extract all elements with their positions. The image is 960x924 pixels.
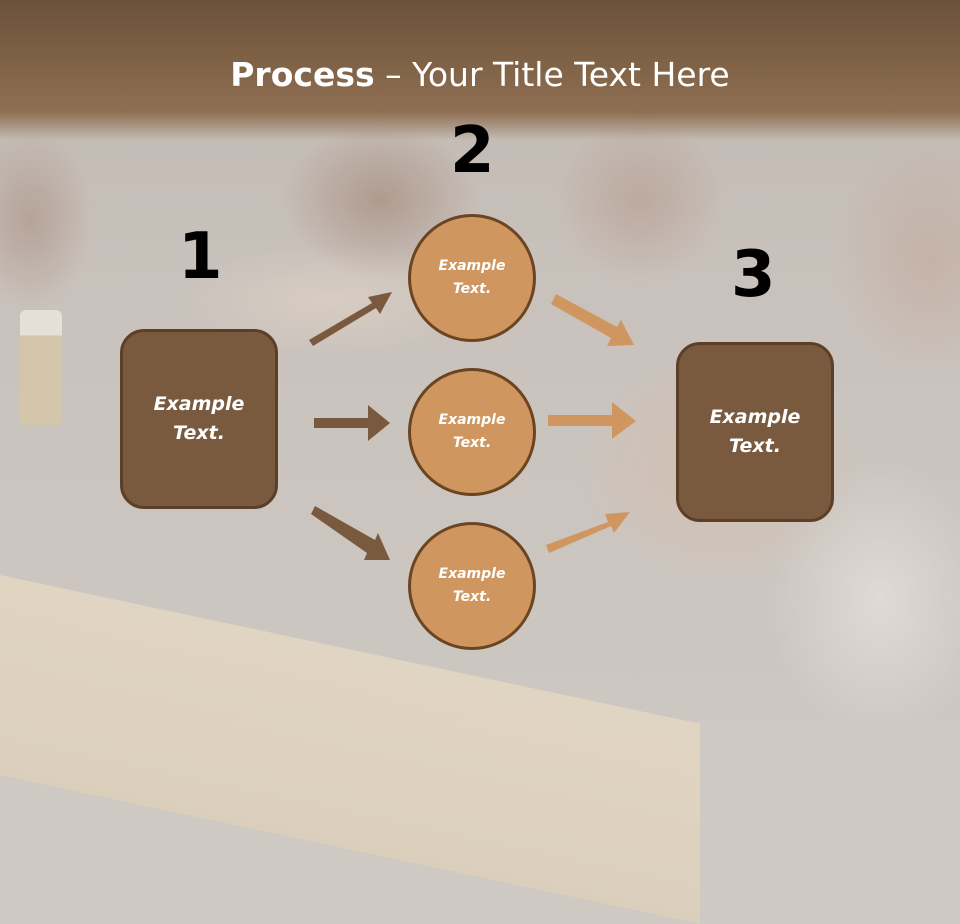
- arrow-light-up-icon: [546, 512, 630, 553]
- step-1-label-line2: Text.: [173, 422, 225, 444]
- circle-top-label-line1: Example: [438, 258, 506, 274]
- step-3-box: Example Text.: [676, 342, 834, 522]
- background-beer-glass: [20, 310, 62, 425]
- circle-middle: Example Text.: [408, 368, 536, 496]
- arrow-dark-down-icon: [311, 506, 390, 560]
- circle-bottom-label-line2: Text.: [452, 589, 492, 605]
- arrow-light-right-icon: [548, 402, 636, 439]
- circle-middle-label-line1: Example: [438, 412, 506, 428]
- step-1-box: Example Text.: [120, 329, 278, 509]
- title-rest: – Your Title Text Here: [374, 55, 730, 94]
- step-3-label-line1: Example: [709, 406, 801, 428]
- arrow-light-down-icon: [551, 294, 634, 346]
- arrow-dark-right-icon: [314, 405, 390, 441]
- slide-title: Process – Your Title Text Here: [0, 55, 960, 95]
- circle-top: Example Text.: [408, 214, 536, 342]
- circle-bottom: Example Text.: [408, 522, 536, 650]
- title-bold: Process: [230, 55, 375, 94]
- step-1-label-line1: Example: [153, 393, 245, 415]
- circle-middle-label-line2: Text.: [452, 435, 492, 451]
- circle-bottom-label-line1: Example: [438, 566, 506, 582]
- step-number-1: 1: [178, 220, 223, 294]
- step-3-label-line2: Text.: [729, 435, 781, 457]
- step-number-3: 3: [731, 238, 776, 312]
- circle-top-label-line2: Text.: [452, 281, 492, 297]
- title-banner: [0, 0, 960, 140]
- step-number-2: 2: [450, 114, 495, 188]
- arrows-layer: [309, 292, 636, 560]
- arrow-dark-up-icon: [309, 292, 392, 346]
